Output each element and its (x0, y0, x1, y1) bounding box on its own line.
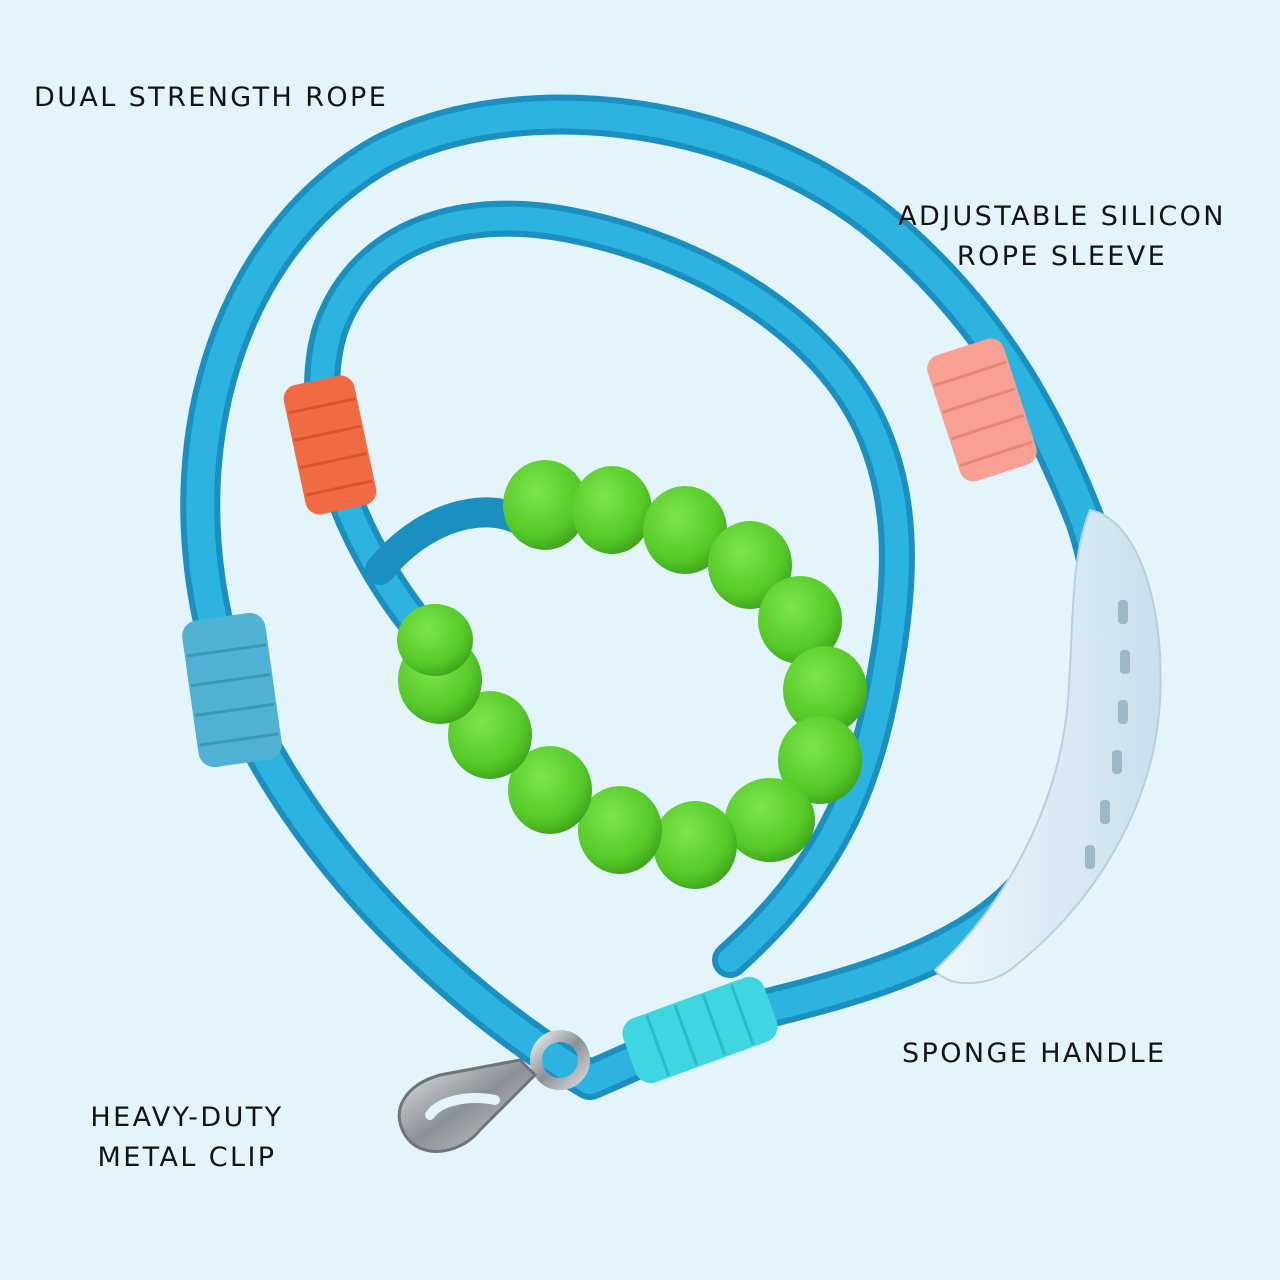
callout-text: HEAVY-DUTY (90, 1102, 284, 1133)
sponge-handle (933, 508, 1162, 985)
callout-text: DUAL STRENGTH ROPE (34, 82, 389, 113)
callout-adjustable-sleeve: ADJUSTABLE SILICON ROPE SLEEVE (884, 197, 1240, 277)
callout-text: ROPE SLEEVE (956, 241, 1168, 272)
green-beads (397, 460, 867, 889)
callout-text: ADJUSTABLE SILICON (898, 201, 1226, 232)
callout-dual-strength-rope: DUAL STRENGTH ROPE (34, 78, 388, 118)
metal-clip (397, 1030, 590, 1153)
callout-metal-clip: HEAVY-DUTY METAL CLIP (78, 1098, 296, 1178)
rope-sleeves (182, 338, 1037, 1084)
callout-sponge-handle: SPONGE HANDLE (902, 1034, 1167, 1074)
callout-text: SPONGE HANDLE (902, 1038, 1167, 1069)
callout-text: METAL CLIP (97, 1142, 277, 1173)
